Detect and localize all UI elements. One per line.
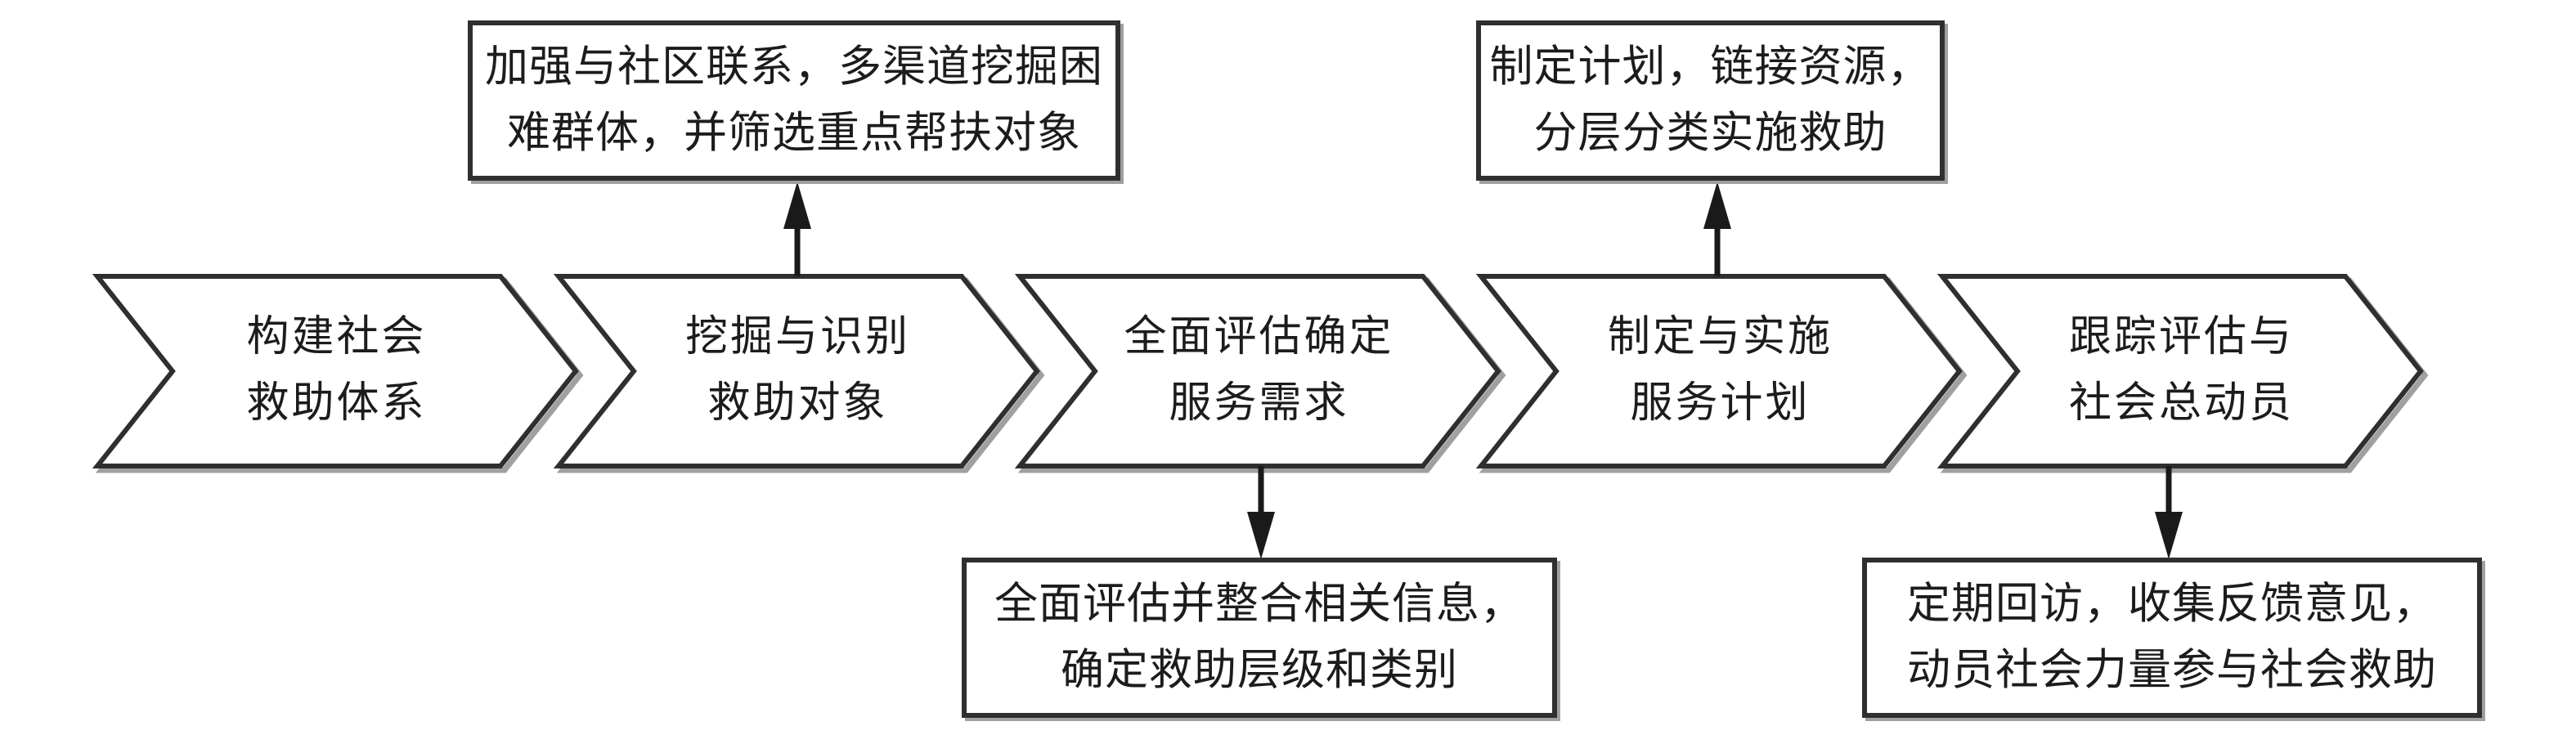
chevron-step-3-shape (1014, 274, 1501, 468)
connector-up-arrow-2 (1703, 182, 1731, 276)
chevron-step-5-shape (1936, 274, 2424, 468)
callout-bottom-1-line-1: 全面评估并整合相关信息， (994, 580, 1524, 629)
chevron-step-2-shape (553, 274, 1040, 468)
up-arrowhead-icon (1703, 182, 1731, 229)
chevron-step-4-shape (1475, 274, 1963, 468)
callout-bottom-2-line-1: 定期回访，收集反馈意见， (1907, 580, 2437, 629)
chevron-step-1-shape (92, 274, 579, 468)
callout-bottom-2: 定期回访，收集反馈意见， 动员社会力量参与社会救助 (1862, 558, 2482, 718)
callout-bottom-1-line-2: 确定救助层级和类别 (1061, 647, 1458, 694)
callout-top-1-line-2: 难群体，并筛选重点帮扶对象 (507, 110, 1081, 157)
down-arrowhead-icon (1247, 512, 1275, 559)
connector-down-arrow-2 (2155, 466, 2183, 559)
callout-bottom-1: 全面评估并整合相关信息， 确定救助层级和类别 (962, 558, 1557, 718)
down-arrowhead-icon (2155, 512, 2183, 559)
callout-top-1-line-1: 加强与社区联系，多渠道挖掘困 (485, 43, 1103, 92)
connector-up-arrow-1 (783, 182, 811, 276)
callout-top-2-line-1: 制定计划，链接资源， (1489, 43, 1932, 92)
callout-bottom-2-line-2: 动员社会力量参与社会救助 (1907, 647, 2437, 694)
callout-top-1: 加强与社区联系，多渠道挖掘困 难群体，并筛选重点帮扶对象 (468, 20, 1120, 181)
callout-top-2: 制定计划，链接资源， 分层分类实施救助 (1476, 20, 1945, 181)
up-arrowhead-icon (783, 182, 811, 229)
connector-down-arrow-1 (1247, 466, 1275, 559)
callout-top-2-line-2: 分层分类实施救助 (1533, 110, 1887, 157)
